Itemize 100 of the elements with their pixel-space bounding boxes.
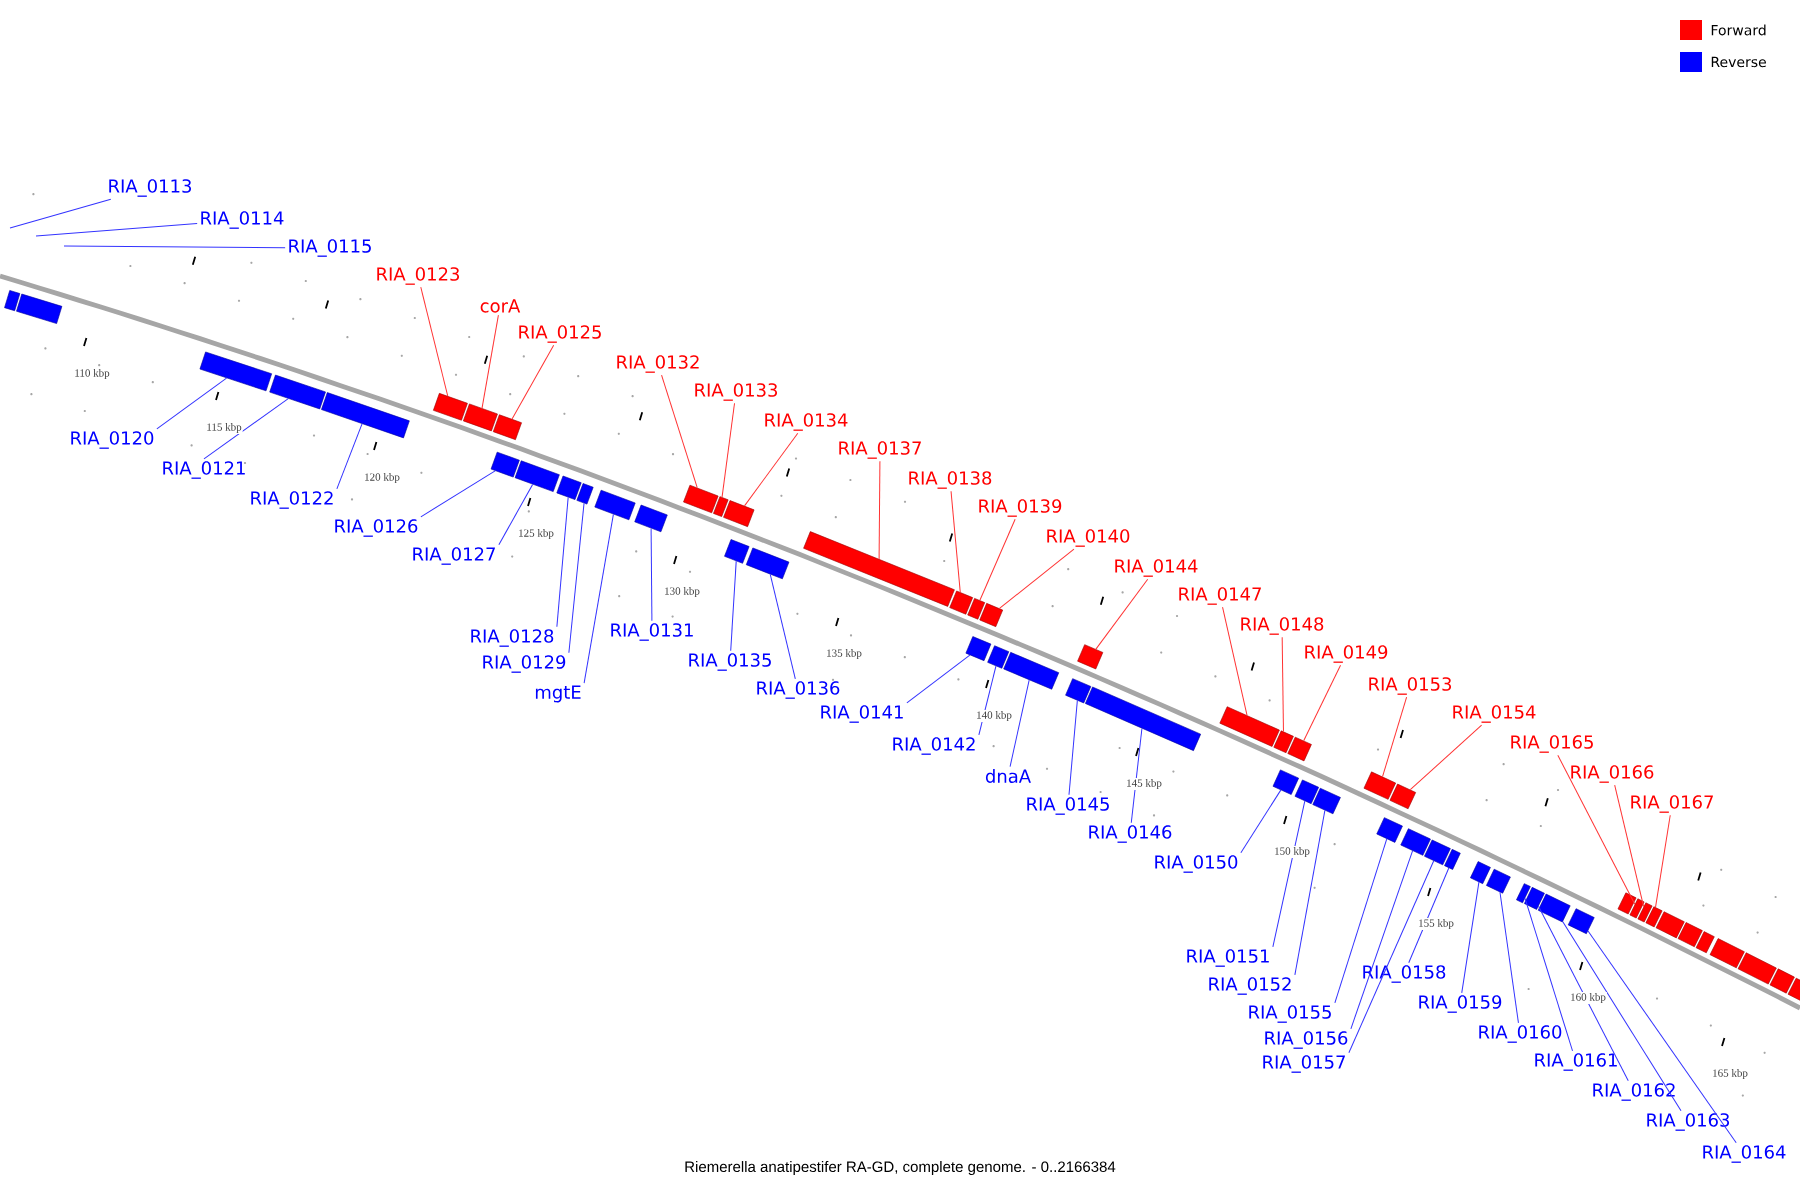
gene-block bbox=[1312, 787, 1341, 815]
gene-label: RIA_0122 bbox=[251, 491, 333, 509]
gene-block bbox=[1567, 908, 1595, 935]
leader-line bbox=[481, 314, 499, 409]
leader-line bbox=[1655, 814, 1671, 908]
gene-label: RIA_0123 bbox=[377, 267, 459, 285]
leader-line bbox=[1409, 724, 1483, 791]
gene-block bbox=[1287, 736, 1312, 762]
leader-line bbox=[979, 518, 1016, 601]
leader-line bbox=[1272, 800, 1306, 948]
gene-block bbox=[949, 590, 973, 615]
leader-line bbox=[1461, 881, 1480, 994]
gene-block bbox=[1272, 769, 1299, 795]
gene-block bbox=[1629, 898, 1645, 919]
gene-label: RIA_0148 bbox=[1241, 617, 1324, 635]
gene-label: RIA_0129 bbox=[483, 655, 566, 673]
gene-block bbox=[979, 603, 1003, 627]
gene-block bbox=[634, 504, 668, 533]
leader-line bbox=[730, 560, 737, 652]
gene-label: RIA_0146 bbox=[1089, 825, 1172, 843]
gene-block bbox=[713, 496, 729, 517]
gene-label: RIA_0128 bbox=[471, 629, 554, 647]
leader-line bbox=[1222, 606, 1248, 716]
gene-label: RIA_0127 bbox=[413, 547, 495, 565]
gene-block bbox=[1617, 892, 1637, 915]
gene-label: RIA_0139 bbox=[979, 499, 1062, 517]
gene-label: RIA_0167 bbox=[1631, 795, 1713, 813]
leader-line bbox=[1068, 700, 1078, 796]
leader-line bbox=[1281, 636, 1284, 733]
gene-block bbox=[1637, 902, 1653, 923]
gene-label: RIA_0132 bbox=[617, 355, 699, 373]
gene-label: RIA_0159 bbox=[1419, 995, 1502, 1013]
gene-label: RIA_0131 bbox=[611, 623, 693, 641]
gene-label: RIA_0135 bbox=[689, 653, 771, 671]
leader-line bbox=[498, 483, 534, 546]
gene-block bbox=[1077, 644, 1104, 670]
gene-label: RIA_0121 bbox=[163, 461, 245, 479]
leader-line bbox=[1562, 921, 1682, 1112]
leader-line bbox=[1334, 838, 1388, 1004]
gene-block bbox=[433, 393, 468, 421]
gene-block bbox=[1769, 968, 1795, 994]
gene-label: RIA_0164 bbox=[1703, 1145, 1786, 1163]
leader-line bbox=[1348, 860, 1435, 1054]
leader-line bbox=[63, 245, 286, 249]
gene-block bbox=[463, 403, 498, 432]
leader-line bbox=[420, 470, 496, 518]
gene-block bbox=[1400, 828, 1431, 856]
gene-label: RIA_0126 bbox=[335, 519, 418, 537]
gene-block bbox=[803, 531, 955, 607]
leader-line bbox=[1130, 728, 1143, 824]
gene-label: RIA_0165 bbox=[1511, 735, 1593, 753]
gene-label: dnaA bbox=[985, 769, 1031, 783]
gene-block bbox=[1065, 678, 1092, 704]
gene-block bbox=[724, 539, 750, 564]
gene-block bbox=[199, 351, 272, 392]
gene-label: RIA_0156 bbox=[1265, 1031, 1348, 1049]
gene-block bbox=[967, 598, 986, 620]
gene-block bbox=[1677, 922, 1703, 948]
leader-line bbox=[1557, 754, 1636, 905]
gene-block bbox=[1695, 931, 1715, 954]
gene-label: RIA_0142 bbox=[893, 737, 975, 755]
gene-block bbox=[1470, 861, 1491, 884]
leader-line bbox=[1408, 867, 1450, 964]
gene-label: RIA_0147 bbox=[1179, 587, 1261, 605]
gene-block bbox=[1219, 706, 1280, 747]
leader-line bbox=[769, 573, 796, 680]
leader-line bbox=[1614, 784, 1645, 908]
leader-line bbox=[203, 398, 289, 460]
leader-line bbox=[1095, 578, 1149, 650]
leader-line bbox=[1524, 897, 1574, 1052]
gene-label: RIA_0158 bbox=[1363, 965, 1446, 983]
gene-label: RIA_0114 bbox=[201, 211, 284, 229]
gene-block bbox=[1003, 652, 1060, 690]
leader-line bbox=[9, 198, 112, 229]
gene-label: RIA_0151 bbox=[1187, 949, 1269, 967]
gene-label: RIA_0115 bbox=[289, 239, 371, 257]
leader-line bbox=[1009, 679, 1030, 768]
gene-label: RIA_0141 bbox=[821, 705, 903, 723]
gene-label: RIA_0150 bbox=[1155, 855, 1238, 873]
gene-block bbox=[321, 392, 410, 439]
gene-label: RIA_0144 bbox=[1115, 559, 1198, 577]
leader-line bbox=[744, 432, 799, 507]
gene-label: RIA_0153 bbox=[1369, 677, 1452, 695]
gene-block bbox=[1645, 906, 1663, 928]
leader-line bbox=[906, 654, 971, 704]
gene-block bbox=[1376, 817, 1403, 843]
leader-line bbox=[556, 496, 569, 628]
gene-block bbox=[1363, 771, 1396, 800]
gene-label: RIA_0113 bbox=[109, 179, 191, 197]
gene-block bbox=[269, 374, 326, 410]
gene-label: RIA_0138 bbox=[909, 471, 992, 489]
leader-line bbox=[1350, 850, 1414, 1030]
leader-line bbox=[583, 513, 614, 684]
leader-line bbox=[721, 402, 735, 498]
leader-line bbox=[978, 665, 997, 736]
gene-label: RIA_0140 bbox=[1047, 529, 1130, 547]
leader-line bbox=[35, 223, 198, 237]
gene-label: RIA_0166 bbox=[1571, 765, 1654, 783]
gene-block bbox=[1273, 730, 1294, 754]
gene-label: mgtE bbox=[535, 685, 581, 703]
